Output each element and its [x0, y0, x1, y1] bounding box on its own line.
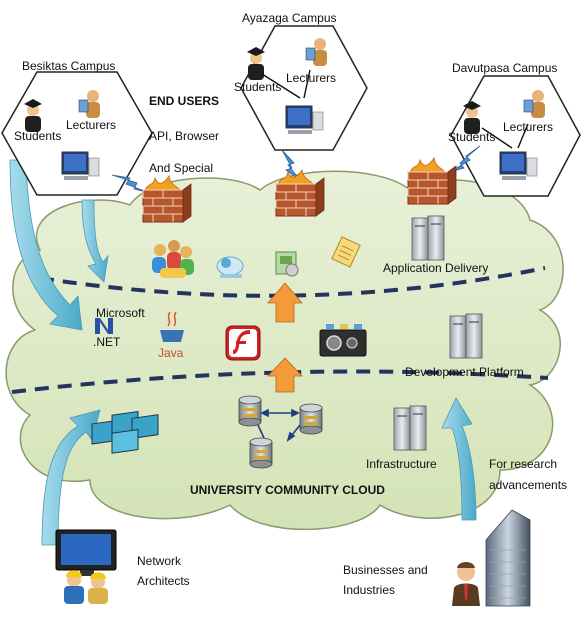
- microsoft-label: Microsoft: [96, 306, 145, 320]
- net-logo-icon: [95, 318, 113, 334]
- web-app-icon: [275, 251, 299, 277]
- davutpasa-link-arrow: [481, 127, 513, 149]
- davutpasa-hexagon: [450, 75, 581, 197]
- davutpasa-students-label: Students: [448, 130, 495, 144]
- davutpasa-title: Davutpasa Campus: [452, 61, 557, 75]
- davutpasa-computer-icon: [499, 151, 538, 180]
- besiktas-student-icon: [24, 99, 42, 132]
- besiktas-title: Besiktas Campus: [22, 59, 115, 73]
- ayazaga-computer-icon: [285, 105, 324, 134]
- davutpasa-link-arrow-2: [517, 123, 529, 149]
- davutpasa-lecturer-icon: [523, 90, 545, 118]
- network-monitors-icon: [91, 410, 159, 454]
- research-line2: advancements: [489, 478, 567, 492]
- application-icons: [152, 236, 361, 278]
- ayazaga-link-arrow-2: [303, 69, 311, 99]
- business-line2: Industries: [343, 583, 395, 597]
- davutpasa-student-icon: [463, 101, 481, 134]
- server-rack-infra: [393, 405, 427, 451]
- ayazaga-title: Ayazaga Campus: [242, 11, 337, 25]
- ayazaga-lecturers-label: Lecturers: [286, 71, 336, 85]
- end-users-line1: API, Browser: [149, 129, 219, 143]
- network-architects-icon: [55, 529, 117, 604]
- dev-tools-icon: [319, 324, 367, 357]
- firewall-icon-besiktas: [142, 174, 192, 223]
- blue-flow-arrows: [9, 159, 477, 546]
- java-cup-icon: [160, 311, 184, 342]
- ayazaga-students-label: Students: [234, 80, 281, 94]
- cloud-title: UNIVERSITY COMMUNITY CLOUD: [190, 483, 385, 497]
- java-label: Java: [158, 346, 184, 360]
- ayazaga-student-icon: [247, 47, 265, 80]
- end-users-heading: END USERS: [149, 94, 219, 108]
- network-line2: Architects: [137, 574, 190, 588]
- campus-people-icons: [24, 38, 545, 180]
- database-icon-1: [238, 395, 262, 427]
- ayazaga-hexagon: [240, 25, 368, 151]
- research-up-arrow-icon: [441, 397, 477, 521]
- besiktas-lecturers-label: Lecturers: [66, 118, 116, 132]
- ayazaga-link-arrow: [261, 73, 301, 99]
- database-cluster: [238, 395, 323, 469]
- application-delivery-label: Application Delivery: [383, 261, 488, 275]
- ayazaga-people: [247, 38, 327, 134]
- end-users-line2: And Special: [149, 161, 213, 175]
- research-line1: For research: [489, 457, 557, 471]
- besiktas-arrow-icon: [9, 159, 83, 331]
- application-divider: [39, 266, 546, 298]
- server-rack-dev: [449, 313, 483, 359]
- development-divider: [11, 369, 549, 394]
- db-links: [257, 408, 301, 442]
- database-icon-2: [299, 403, 323, 435]
- database-icon-3: [249, 437, 273, 469]
- globe-icon: [216, 256, 244, 278]
- firewalls: [142, 156, 457, 223]
- user-group-icon: [152, 240, 194, 278]
- network-line1: Network: [137, 554, 182, 568]
- firewall-icon-davutpasa: [407, 156, 457, 205]
- business-building-icon: [452, 509, 531, 607]
- davutpasa-lecturers-label: Lecturers: [503, 120, 553, 134]
- notepad-icon: [331, 236, 361, 268]
- up-arrow-icon-lower: [267, 357, 303, 393]
- net-label: .NET: [93, 335, 121, 349]
- server-rack-app: [411, 215, 445, 261]
- besiktas-people: [24, 90, 100, 180]
- ayazaga-lecturer-icon: [305, 38, 327, 66]
- besiktas-students-label: Students: [14, 129, 61, 143]
- development-platform-label: Development Platform: [405, 365, 524, 379]
- business-line1: Businesses and: [343, 563, 428, 577]
- besiktas-computer-icon: [61, 151, 100, 180]
- firewall-icon-ayazaga: [275, 168, 325, 217]
- davutpasa-people: [463, 90, 545, 180]
- infrastructure-label: Infrastructure: [366, 457, 437, 471]
- orange-layer-arrows: [267, 282, 303, 393]
- besiktas-small-arrow-icon: [81, 199, 109, 283]
- besiktas-lecturer-icon: [78, 90, 100, 118]
- flash-icon: [225, 325, 261, 361]
- up-arrow-icon-upper: [267, 282, 303, 323]
